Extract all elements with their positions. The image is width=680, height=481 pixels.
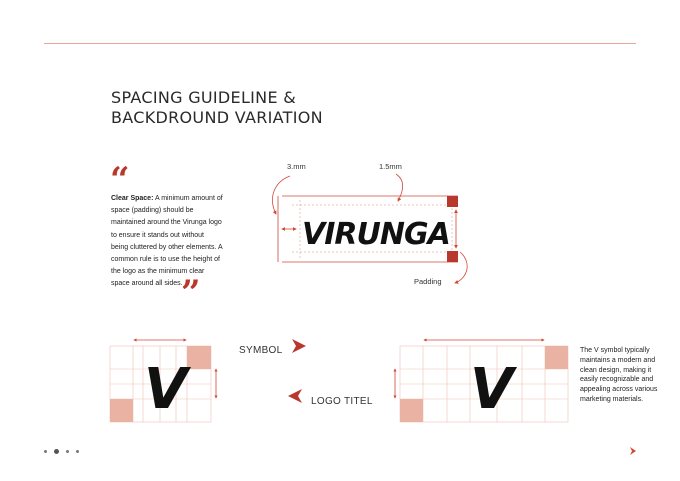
- title-line-1: SPACING GUIDELINE &: [111, 88, 297, 107]
- symbol-label: SYMBOL: [239, 345, 283, 356]
- top-gap-label: 1.5mm: [379, 162, 402, 171]
- logo-tile-top-right: [545, 346, 568, 369]
- clear-space-description: Clear Space: A minimum amount of space (…: [111, 193, 223, 291]
- page-dot-4[interactable]: [76, 450, 79, 453]
- padding-callout-arrow: [454, 251, 468, 284]
- close-quote-icon: ”: [181, 273, 201, 313]
- corner-square-top: [447, 196, 458, 207]
- page-dot-3[interactable]: [66, 450, 69, 453]
- symbol-description: The V symbol typically maintains a moder…: [580, 347, 658, 403]
- symbol-tile-bottom-left: [110, 399, 133, 422]
- logo-tile-bottom-left: [400, 399, 423, 422]
- v-symbol-right: V: [470, 357, 518, 422]
- page-dot-1[interactable]: [44, 450, 47, 453]
- top-divider: [44, 43, 636, 44]
- next-page-icon[interactable]: [628, 446, 638, 456]
- virunga-wordmark: VIRUNGA: [302, 217, 450, 252]
- open-quote-icon: “: [110, 160, 130, 200]
- symbol-grid-lines: [109, 345, 212, 423]
- clear-space-body: A minimum amount of space (padding) shou…: [111, 195, 223, 288]
- logo-titel-label: LOGO TITEL: [311, 396, 373, 407]
- symbol-tile-top-right: [187, 346, 211, 369]
- arrow-left-icon: [288, 389, 302, 403]
- corner-square-bottom: [447, 251, 458, 262]
- page-indicator: [44, 449, 79, 454]
- top-callout-arrow: [395, 173, 404, 202]
- left-callout-arrow: [272, 175, 291, 215]
- left-gap-label: 3.mm: [287, 162, 306, 171]
- clear-space-lead: Clear Space:: [111, 195, 154, 202]
- arrow-right-icon: [292, 339, 306, 353]
- page-dot-2[interactable]: [54, 449, 59, 454]
- title-line-2: BACKDROUND VARIATION: [111, 108, 323, 127]
- padding-label: Padding: [414, 277, 442, 286]
- v-symbol-left: V: [144, 357, 192, 422]
- page-title: SPACING GUIDELINE & BACKDROUND VARIATION: [111, 88, 323, 128]
